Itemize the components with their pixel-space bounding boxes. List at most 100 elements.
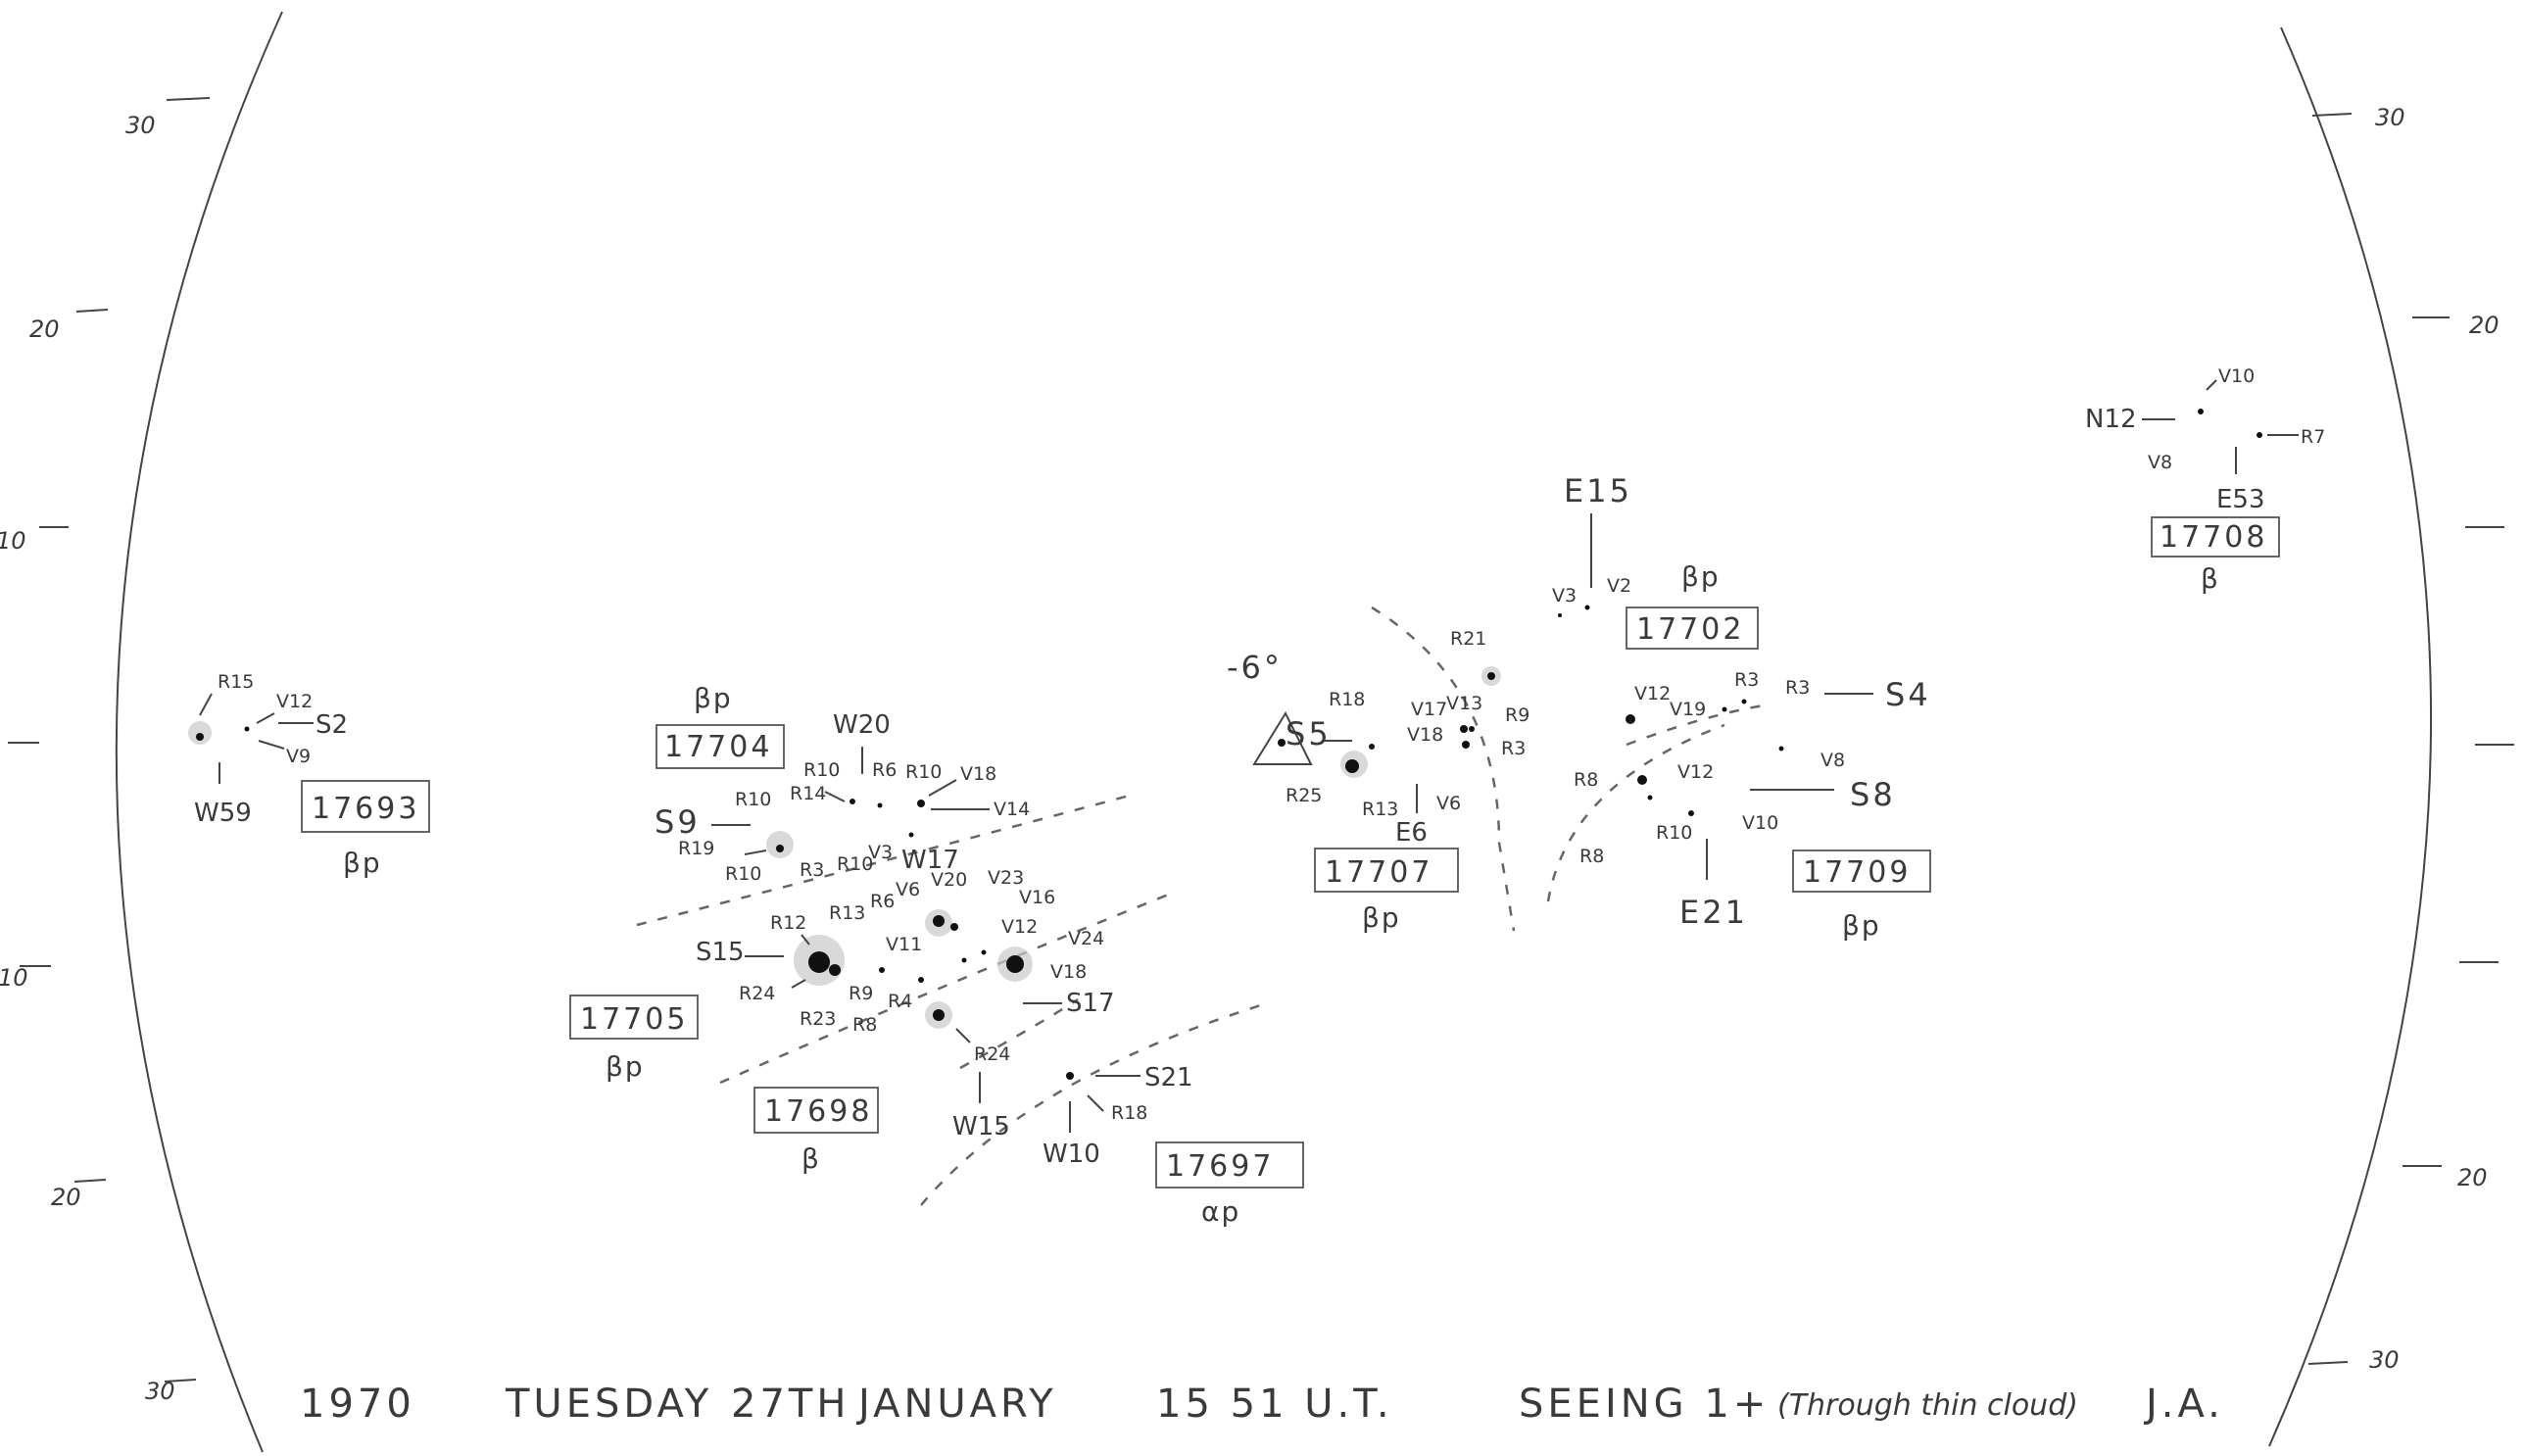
spot-label: R24 [974,1043,1010,1065]
group-class: βp [694,682,733,714]
group-17708: N12 V10 V8 R7 E53 17708 β [2085,365,2325,595]
spot-label: V11 [886,934,922,955]
group-class: β [801,1142,821,1175]
spot-label: R18 [1329,689,1365,710]
group-class: αp [1201,1195,1240,1228]
group-17704: βp 17704 W20 R10 R14 R6 R10 V18 V14 R10 … [655,682,1030,885]
spot-label: R8 [852,1014,877,1036]
spot-S15 [808,951,830,973]
spot-label: R8 [1574,769,1598,791]
spot-label: E15 [1564,472,1632,510]
spot-label: W20 [833,710,891,740]
group-number: 17709 [1803,855,1911,890]
spot-label: R18 [1111,1102,1147,1124]
spot-label: R9 [1505,704,1529,726]
spot-label: R8 [1579,846,1604,867]
spot-label: R6 [870,891,895,912]
spot-label: V20 [931,869,967,891]
spot-label: V18 [1407,724,1443,746]
spot-label: S4 [1885,676,1931,713]
spot-label: W17 [901,846,959,875]
left-scale-label: 20 [29,315,60,343]
spot-label: W59 [194,799,252,828]
spot-label: V8 [2148,452,2172,473]
group-class: βp [343,847,382,879]
spot-label: V10 [1742,812,1778,834]
left-latitude-scale: 30 20 10 10 20 30 [0,97,211,1405]
spot-label: R10 [725,863,761,885]
spot-leader [1487,672,1495,680]
spot-label: V12 [276,691,313,712]
left-scale-label: 30 [145,1378,175,1405]
spot-label: V2 [1607,575,1631,597]
left-scale-label: 10 [0,964,28,992]
spot-label: R13 [829,902,865,924]
spot-label: S5 [1286,715,1332,752]
left-scale-label: 10 [0,527,26,555]
group-number: 17698 [764,1094,872,1129]
spot-leader [1345,759,1359,773]
caption-time: 15 51 U.T. [1156,1382,1393,1427]
spot-label: V8 [1820,750,1845,771]
spot-label: S15 [696,938,745,967]
spot-label: S2 [316,710,348,740]
caption-year: 1970 [300,1382,415,1427]
caption-date: 27TH [731,1382,849,1427]
spot-label: R12 [770,912,806,934]
neutral-lines [636,606,1765,1206]
spot-label: V12 [1634,683,1671,704]
group-number: 17702 [1636,612,1744,647]
spot-label: R24 [739,983,775,1004]
group-number: 17697 [1166,1149,1274,1184]
spot-label: R21 [1450,628,1486,650]
spot-label: R19 [678,838,714,859]
group-number: 17704 [664,730,772,764]
spot-label: N12 [2085,405,2137,434]
spot-label: V16 [1019,887,1055,908]
spot-label: V6 [896,879,920,900]
left-limb-arc [115,11,283,1453]
spot-leader [933,1009,945,1021]
right-scale-label: 30 [2369,1346,2400,1374]
spot-label: R6 [872,759,897,781]
spot-leader [2198,409,2204,414]
group-class: βp [1681,560,1721,593]
spot-label: V13 [1446,693,1482,714]
right-scale-label: 20 [2469,312,2500,339]
spot-label: V12 [1677,761,1714,783]
spot-S9 [776,845,784,852]
triangle-marker [1252,710,1313,765]
spot-label: V23 [988,867,1024,889]
spot-label: E53 [2216,485,2265,514]
spot-label: R3 [800,859,824,881]
spot-label: R3 [1785,677,1810,699]
group-number: 17708 [2160,520,2267,555]
spot-label: V18 [960,763,996,785]
spot-label: -6° [1227,649,1283,686]
spot-label: V10 [2218,365,2255,387]
spot-label: R25 [1286,785,1322,806]
right-scale-label: 20 [2457,1164,2488,1191]
spot-W59 [196,733,204,741]
spot-label: R10 [905,761,942,783]
spot-label: R4 [888,991,912,1012]
spot-label: R9 [849,983,873,1004]
caption-month: JANUARY [855,1382,1057,1427]
spot-label: R14 [790,783,826,804]
group-class: βp [606,1050,645,1083]
spot-leader [1626,714,1635,724]
right-scale-label: 30 [2375,104,2405,131]
left-scale-label: 30 [125,112,156,139]
right-limb-arc [2268,26,2432,1447]
spot-label: V17 [1411,699,1447,720]
spot-label: W10 [1043,1140,1100,1169]
spot-label: V3 [868,842,893,863]
group-17693: R15 V12 S2 V9 W59 17693 βp [188,671,430,879]
group-number: 17693 [312,792,419,826]
spot-label: R23 [800,1008,836,1030]
caption-initials: J.A. [2143,1382,2224,1427]
right-latitude-scale: 30 20 20 30 [2307,104,2514,1374]
group-17698: R24 W15 17698 β [753,1001,1010,1175]
caption-seeing: SEEING 1+ [1519,1382,1770,1427]
